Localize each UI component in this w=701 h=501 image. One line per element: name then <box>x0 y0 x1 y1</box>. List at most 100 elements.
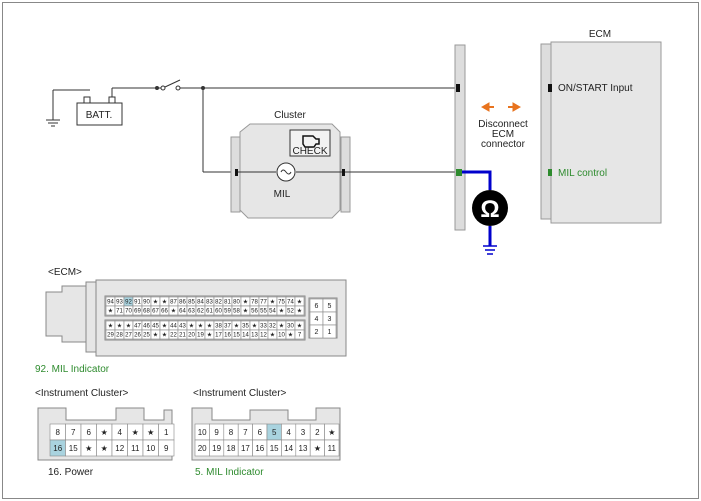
ecm-input-mil-control: MIL control <box>558 168 607 179</box>
ecm-pin-label: 91 <box>134 300 141 306</box>
ecm-pin-label: ★ <box>162 299 167 306</box>
ecm-pin-label: 54 <box>269 309 276 315</box>
cluster-a-pin-label: 15 <box>69 444 78 453</box>
cluster-label: Cluster <box>274 110 306 121</box>
cluster-a-caption: 16. Power <box>48 467 94 478</box>
cluster-b-pin-label: 17 <box>241 444 250 453</box>
ecm-pin-label: 71 <box>116 309 123 315</box>
ecm-pin-label: 28 <box>116 333 123 339</box>
ecm-pin-label: 69 <box>134 309 141 315</box>
ecm-pin-label: 37 <box>224 324 231 330</box>
ecm-pin-label: ★ <box>189 323 194 330</box>
ecm-pin-label: 74 <box>287 300 294 306</box>
cluster-b-pin-label: 6 <box>258 428 263 437</box>
ecm-pin-block-label: 6 <box>315 303 319 310</box>
ecm-pin-label: 52 <box>287 309 294 315</box>
ecm-pin-label: ★ <box>108 308 113 315</box>
check-label: CHECK <box>292 146 327 157</box>
ecm-pin-label: 63 <box>188 309 195 315</box>
cluster-b-pin-label: 2 <box>315 428 320 437</box>
ecm-pin-cell <box>294 329 305 340</box>
check-engine-indicator: CHECK <box>289 129 331 157</box>
battery: BATT. <box>76 96 123 126</box>
ecm-pin-label: ★ <box>198 323 203 330</box>
cluster-b-pin-label: 10 <box>198 428 207 437</box>
ecm-pin-label: 92 <box>125 300 132 306</box>
ecm-pin-label: 66 <box>161 309 168 315</box>
ohm-icon: Ω <box>480 196 499 223</box>
ecm-pin-label: ★ <box>288 332 293 339</box>
ecm-pin-label: ★ <box>207 332 212 339</box>
cluster-b-pin-cell <box>324 439 340 457</box>
harness-pin-on-start <box>456 84 460 92</box>
cluster-pin-right <box>342 169 345 176</box>
ecm-pin-label: 21 <box>179 333 186 339</box>
ecm-pin-label: 82 <box>215 300 222 306</box>
cluster-b-pin-label: 14 <box>284 444 293 453</box>
ecm-pin-label: 12 <box>260 333 267 339</box>
cluster-a-pin-label: 10 <box>146 444 155 453</box>
ecm-pin-block-label: 3 <box>328 316 332 323</box>
cluster-a-pin-label: ★ <box>101 428 108 437</box>
cluster-b-pin-label: 13 <box>299 444 308 453</box>
ecm-pin-label: 47 <box>134 324 141 330</box>
ecm-pin-label: 83 <box>206 300 213 306</box>
cluster-b-pin-label: 8 <box>229 428 234 437</box>
cluster-b-pin-label: 9 <box>214 428 219 437</box>
ecm-pin-label: 61 <box>206 309 213 315</box>
ecm-module <box>540 41 662 224</box>
ecm-pin-cell <box>294 305 305 316</box>
junction-dot <box>155 86 159 90</box>
ecm-pin-label: 68 <box>143 309 150 315</box>
ecm-input-on-start: ON/START Input <box>558 83 633 94</box>
ecm-pin-label: ★ <box>243 299 248 306</box>
ecm-pin-label: 93 <box>116 300 123 306</box>
ecm-pin-label: 14 <box>242 333 249 339</box>
ecm-pin-label: 84 <box>197 300 204 306</box>
mil-label: MIL <box>274 189 291 200</box>
ecm-pin-label: 80 <box>233 300 240 306</box>
ecm-pin-label: 26 <box>134 333 141 339</box>
ecm-pin-mil <box>548 169 552 176</box>
cluster-a-pin-label: 11 <box>131 444 140 453</box>
cluster-b-pin-label: 3 <box>301 428 306 437</box>
ecm-pin-label: 15 <box>233 333 240 339</box>
ecm-pin-label: ★ <box>234 323 239 330</box>
cluster-a-pin-label: 4 <box>118 428 123 437</box>
ecm-label: ECM <box>589 29 611 40</box>
cluster-b-pin-label: 4 <box>286 428 291 437</box>
ecm-pin-label: ★ <box>153 332 158 339</box>
battery-label: BATT. <box>86 110 112 121</box>
ecm-pin-label: ★ <box>243 308 248 315</box>
ecm-pin-label: 87 <box>170 300 177 306</box>
ecm-pin-label: ★ <box>279 308 284 315</box>
ecm-pin-label: 7 <box>298 333 302 339</box>
cluster-a-pin-label: ★ <box>85 444 92 453</box>
cluster-a-pin-label: 12 <box>115 444 124 453</box>
ecm-pin-label: 62 <box>197 309 204 315</box>
disconnect-note-line1: Disconnect <box>478 119 528 130</box>
ecm-pin-label: 56 <box>251 309 258 315</box>
ecm-pin-block-label: 4 <box>315 316 319 323</box>
ecm-pin-label: ★ <box>297 308 302 315</box>
ecm-pin-label: 94 <box>107 300 114 306</box>
cluster-a-pin-label: ★ <box>147 428 154 437</box>
ecm-pin-label: 19 <box>197 333 204 339</box>
ecm-pin-label: 77 <box>260 300 267 306</box>
ecm-pin-label: 55 <box>260 309 267 315</box>
ecm-pin-label: 81 <box>224 300 231 306</box>
cluster-a-pin-label: 7 <box>71 428 76 437</box>
ecm-pin-label: 64 <box>179 309 186 315</box>
cluster-b-pin-label: ★ <box>328 428 335 437</box>
ecm-pin-block-cell <box>322 324 337 339</box>
ecm-pin-label: ★ <box>162 332 167 339</box>
ecm-pin-label: 44 <box>170 324 177 330</box>
cluster-a-pin-label: ★ <box>132 428 139 437</box>
ecm-pin-label: ★ <box>279 323 284 330</box>
cluster-a-pin-label: 16 <box>53 444 62 453</box>
disconnect-note-line3: connector <box>481 139 526 150</box>
cluster-a-pin-label: 6 <box>87 428 92 437</box>
disconnect-note-line2: ECM <box>492 129 514 140</box>
